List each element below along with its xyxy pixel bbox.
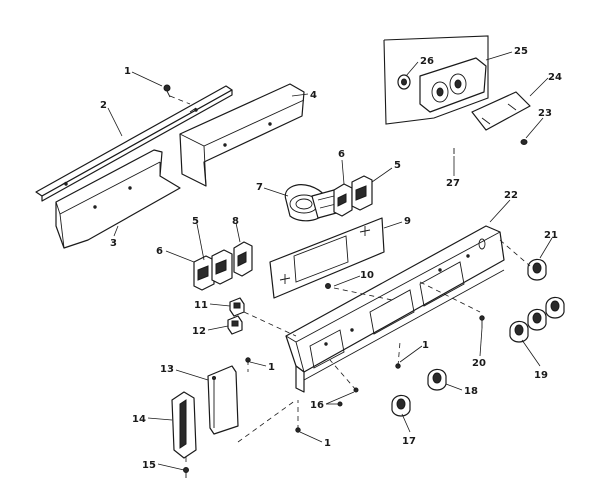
- callout-1-panel-screw: 1: [422, 340, 429, 351]
- callout-19-knobs: 19: [534, 370, 548, 381]
- callout-15-foot-screw: 15: [142, 460, 156, 471]
- clip-upper: [229, 297, 245, 317]
- knob-17: [391, 394, 411, 417]
- part-23: [520, 139, 528, 145]
- knob-19-a: [509, 320, 529, 343]
- knob-19-c: [545, 296, 565, 319]
- switch-lower-middle: [211, 249, 233, 285]
- callout-5-switch-lower: 5: [192, 216, 199, 227]
- control-panel: [285, 225, 505, 393]
- callout-13-side-bracket: 13: [160, 364, 174, 375]
- trim-strip: [35, 85, 233, 202]
- back-panel-lower: [55, 149, 181, 249]
- switch-lower-left: [193, 255, 215, 291]
- callout-1-screw: 1: [124, 66, 131, 77]
- switch-upper-left: [333, 183, 353, 217]
- knob-18: [427, 368, 447, 391]
- timer-motor: [284, 184, 341, 222]
- callout-7-timer-motor: 7: [256, 182, 263, 193]
- assembly-lines: [169, 95, 531, 462]
- callout-3-back-panel: 3: [110, 238, 117, 249]
- callout-1-lower-screw: 1: [324, 438, 331, 449]
- switch-lower-right: [233, 241, 253, 277]
- callout-25-assembly: 25: [514, 46, 528, 57]
- back-panel-upper: [179, 83, 305, 187]
- callout-11-clip: 11: [194, 300, 208, 311]
- leader-lines: [107, 51, 553, 471]
- foot-screw: [183, 467, 189, 478]
- panel-screws: [337, 387, 359, 407]
- knob-19-b: [527, 308, 547, 331]
- switch-upper-right: [351, 175, 373, 211]
- callout-14-foot-bracket: 14: [132, 414, 146, 425]
- foot-bracket: [171, 391, 197, 459]
- callout-12-clip: 12: [192, 326, 206, 337]
- clip-lower: [227, 315, 243, 335]
- callout-6-switch-lower: 6: [156, 246, 163, 257]
- callout-23-part: 23: [538, 108, 552, 119]
- control-assembly-box: [383, 35, 489, 125]
- side-bracket: [207, 365, 239, 435]
- small-screw: [325, 283, 331, 289]
- callout-27-part: 27: [446, 178, 460, 189]
- callout-22-control-panel: 22: [504, 190, 518, 201]
- callout-2-trim-strip: 2: [100, 100, 107, 111]
- callout-5-switch-upper: 5: [394, 160, 401, 171]
- callout-10-small-screw: 10: [360, 270, 374, 281]
- callout-16-panel-screws: 16: [310, 400, 324, 411]
- callout-1-bracket-screw: 1: [268, 362, 275, 373]
- callout-9-window-plate: 9: [404, 216, 411, 227]
- callout-17-knob: 17: [402, 436, 416, 447]
- callout-6-switch-upper: 6: [338, 149, 345, 160]
- callout-21-knob: 21: [544, 230, 558, 241]
- callout-8-switch: 8: [232, 216, 239, 227]
- callout-4-back-panel: 4: [310, 90, 317, 101]
- callout-26-part: 26: [420, 56, 434, 67]
- knob-21: [527, 258, 547, 281]
- callout-18-knob: 18: [464, 386, 478, 397]
- callout-20-screw: 20: [472, 358, 486, 369]
- callout-labels: 1 2 3 4 5 6 7 5 8 6 9 10 11 12 13 1 14 1…: [100, 46, 562, 471]
- window-plate: [269, 217, 385, 299]
- panel-screw-20: [479, 315, 485, 328]
- screw: [163, 84, 171, 98]
- callout-24-face-plate: 24: [548, 72, 562, 83]
- face-plate: [471, 91, 531, 131]
